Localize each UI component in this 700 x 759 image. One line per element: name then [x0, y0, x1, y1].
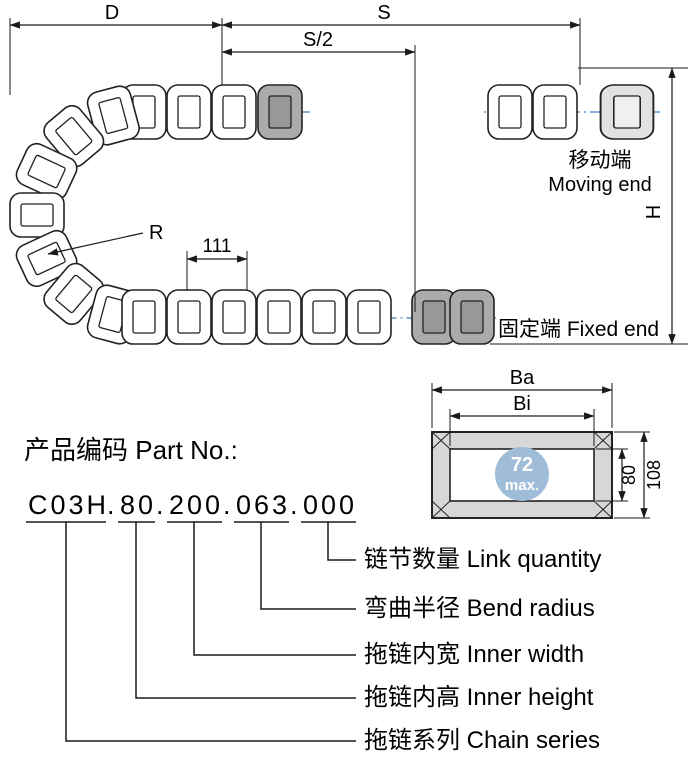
callout-line-quantity [327, 522, 356, 561]
callout-label-height: 拖链内高 Inner height [364, 684, 594, 711]
code-segment-width: 200 [169, 490, 223, 520]
code-separator: . [290, 490, 301, 520]
code-segment-quantity: 000 [303, 490, 357, 520]
chain-link [211, 289, 257, 345]
part-number-block: 产品编码 Part No.: C03H . 80 . 200 . 063 . 0… [24, 435, 601, 754]
callout-label-series: 拖链系列 Chain series [364, 727, 600, 754]
dimension-d-s: D S S/2 [9, 2, 581, 312]
code-segment-height: 80 [120, 490, 156, 520]
dim-label-s: S [377, 2, 390, 24]
end-labels: 移动端 Moving end 固定端 Fixed end [498, 149, 659, 341]
code-segment-series: C03H [28, 490, 109, 520]
chain-link [166, 84, 212, 140]
dim-label-outer-height: 108 [644, 460, 664, 490]
code-separator: . [223, 490, 234, 520]
cable-diameter-circle [495, 447, 549, 501]
moving-end-label-zh: 移动端 [569, 149, 632, 172]
cable-max-unit: max. [505, 477, 539, 494]
moving-end-label-en: Moving end [548, 174, 651, 196]
dim-label-bi: Bi [513, 393, 531, 415]
code-separator: . [156, 490, 167, 520]
dim-label-d: D [105, 2, 119, 24]
cable-max-value: 72 [511, 454, 533, 476]
fixed-end-link [449, 289, 495, 345]
code-separator: . [107, 490, 118, 520]
dim-label-pitch: 111 [203, 236, 232, 257]
callout-line-height [135, 522, 356, 699]
chain-link [301, 289, 347, 345]
chain-assembly [9, 82, 660, 348]
chain-centerline [36, 111, 660, 319]
callout-label-width: 拖链内宽 Inner width [364, 641, 584, 668]
dim-label-inner-height: 80 [619, 465, 639, 485]
part-number-heading: 产品编码 Part No.: [24, 435, 238, 465]
chain-link [166, 289, 212, 345]
chain-link [256, 289, 302, 345]
chain-link [532, 84, 578, 140]
dimension-h: H [490, 67, 688, 345]
chain-link [211, 84, 257, 140]
fixed-end-label: 固定端 Fixed end [498, 318, 659, 341]
dimension-pitch: 111 [186, 236, 248, 291]
dimension-r: R [47, 222, 163, 256]
moving-end-link [599, 84, 655, 140]
callout-label-radius: 弯曲半径 Bend radius [364, 595, 595, 622]
dim-label-s-half: S/2 [303, 29, 333, 51]
chain-link [346, 289, 392, 345]
callout-line-width [193, 522, 356, 656]
callout-line-radius [260, 522, 356, 610]
code-segment-radius: 063 [236, 490, 290, 520]
dim-label-ba: Ba [510, 367, 535, 389]
callout-line-series [65, 522, 356, 742]
cross-section: Ba Bi 72 max. 80 108 [431, 367, 664, 519]
chain-link [121, 289, 167, 345]
dim-label-r: R [149, 222, 163, 244]
callout-label-quantity: 链节数量 Link quantity [364, 546, 601, 573]
dim-label-h: H [643, 205, 665, 219]
chain-link [487, 84, 533, 140]
chain-link-gray [257, 84, 303, 140]
